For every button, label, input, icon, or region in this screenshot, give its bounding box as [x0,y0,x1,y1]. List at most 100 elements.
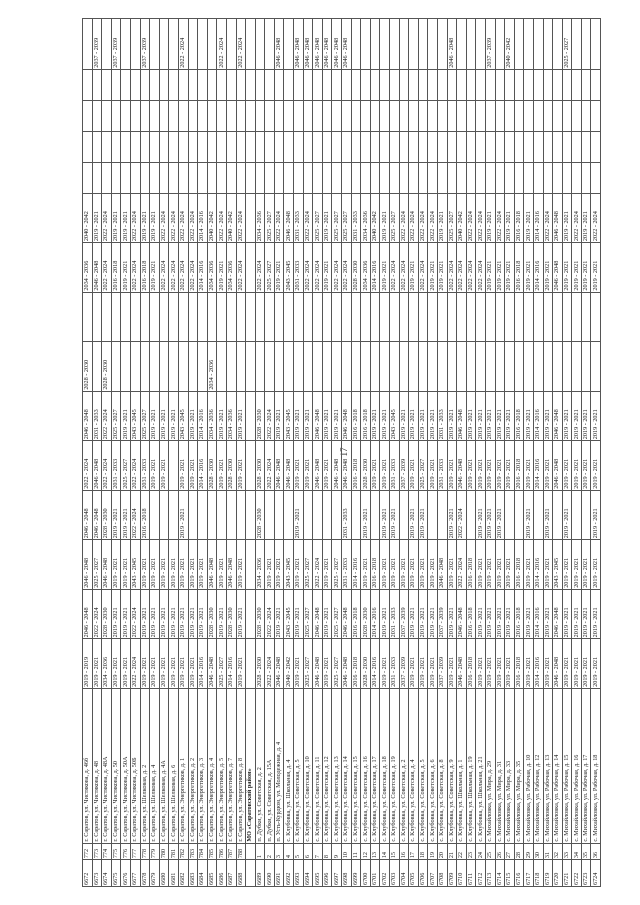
index-cell: 11 [351,843,361,860]
period-cell [341,100,352,132]
period-cell [322,100,332,132]
address-cell: г. Саратов, ул. Энергетиков, д. 7 [226,688,236,844]
period-cell: 2022 - 2024 [188,242,198,293]
period-cell [456,292,467,342]
period-cell [111,131,121,163]
period-cell [590,131,601,163]
period-cell: 2022 - 2024 [408,193,419,243]
index-cell: 19 [427,843,438,860]
period-cell [149,100,160,132]
address-cell: с. Клубовка, ул. Школьная, д. 19 [466,688,476,844]
period-cell: 2019 - 2021 [427,539,438,590]
index-cell: 6675 [111,859,121,887]
period-cell: 2046 - 2048 [552,391,563,441]
period-cell [351,131,361,163]
period-cell: 2019 - 2021 [495,589,505,639]
period-cell [581,341,591,392]
period-cell: 2019 - 2021 [370,440,380,491]
address-cell: г. Саратов, ул. Энергетиков, д. 5 [216,688,227,844]
period-cell [245,292,256,342]
period-cell [120,18,131,70]
period-cell [590,292,601,342]
period-cell [562,69,572,101]
period-cell: 2019 - 2021 [543,391,553,441]
period-cell: 2037 - 2039 [140,18,150,70]
period-cell: 2025 - 2027 [341,193,352,243]
index-cell: 6689 [255,859,265,887]
period-cell: 2019 - 2021 [322,391,332,441]
period-cell: 2046 - 2048 [437,539,448,590]
period-cell [92,292,102,342]
period-cell: 2019 - 2021 [590,638,601,689]
period-cell: 2019 - 2021 [475,638,486,689]
period-cell: 2022 - 2024 [101,391,112,441]
period-cell: 2028 - 2030 [226,440,236,491]
period-cell: 2019 - 2021 [523,539,534,590]
period-cell: 2019 - 2021 [495,490,505,540]
period-cell: 2019 - 2021 [475,440,486,491]
period-cell [82,100,93,132]
period-cell [514,100,524,132]
period-cell: 2025 - 2027 [303,539,313,590]
index-cell: 6690 [264,859,275,887]
period-cell: 2040 - 2042 [226,193,236,243]
period-cell [571,100,582,132]
index-cell: 6680 [159,859,169,887]
period-cell [92,162,102,194]
period-cell [82,162,93,194]
period-cell: 2019 - 2021 [389,490,400,540]
period-cell [552,490,563,540]
period-cell: 2031 - 2033 [92,391,102,441]
period-cell [264,292,275,342]
period-cell: 2019 - 2021 [571,638,582,689]
period-cell [322,162,332,194]
index-cell: 785 [207,843,217,860]
period-cell: 2025 - 2027 [216,638,227,689]
period-cell: 2037 - 2039 [399,638,409,689]
index-cell: 777 [130,843,141,860]
period-cell: 2019 - 2021 [168,589,179,639]
period-cell [207,490,217,540]
address-cell: с. Клубовка, ул. Советская, д. 19 [389,688,400,844]
period-cell: 2019 - 2021 [303,391,313,441]
period-cell: 2019 - 2021 [523,490,534,540]
period-cell [485,162,496,194]
period-cell [120,162,131,194]
period-cell [283,100,294,132]
period-cell: 2019 - 2021 [111,539,121,590]
period-cell [581,18,591,70]
period-cell: 2019 - 2021 [178,638,189,689]
period-cell [255,18,265,70]
period-cell: 2028 - 2030 [255,391,265,441]
period-cell [101,131,112,163]
period-cell [140,162,150,194]
index-cell: 4 [283,843,294,860]
period-cell: 2019 - 2021 [427,242,438,293]
period-cell [475,18,486,70]
period-cell: 2025 - 2027 [331,589,342,639]
period-cell: 2034 - 2036 [82,242,93,293]
period-cell: 2019 - 2021 [149,589,160,639]
period-cell [581,131,591,163]
period-cell: 2022 - 2024 [303,242,313,293]
period-cell [245,589,256,639]
period-cell [312,131,323,163]
period-cell [485,292,496,342]
period-cell: 2019 - 2021 [178,589,189,639]
period-cell: 2022 - 2024 [130,193,141,243]
index-cell: 34 [571,843,582,860]
period-cell [303,131,313,163]
index-cell: 6710 [456,859,467,887]
period-cell [101,69,112,101]
period-cell [379,69,390,101]
address-cell: с. Михайловка, ул. Рабочая, д. 13 [543,688,553,844]
period-cell: 2016 - 2018 [360,391,371,441]
period-cell: 2014 - 2016 [533,440,543,491]
period-cell [437,292,448,342]
period-cell: 2019 - 2021 [293,391,304,441]
period-cell: 2019 - 2021 [111,193,121,243]
